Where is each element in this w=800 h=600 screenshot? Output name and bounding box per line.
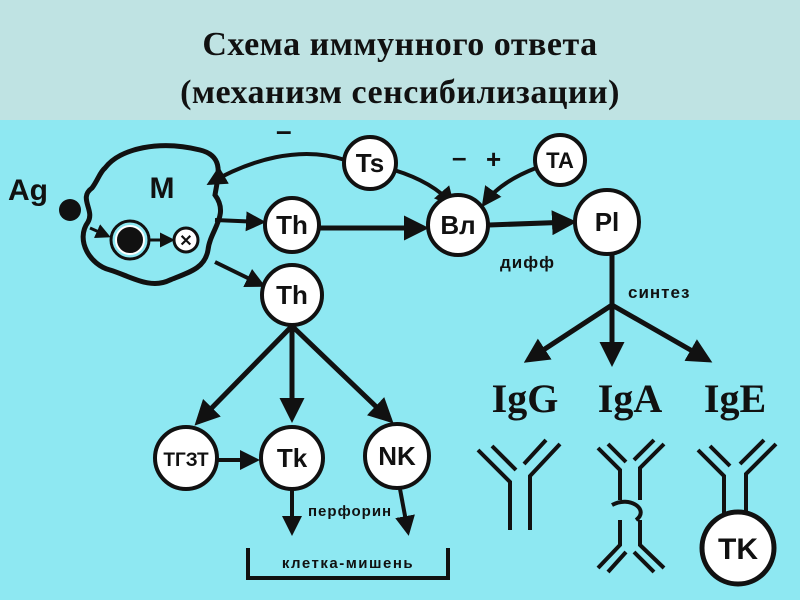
- page-title-line-1: Схема иммунного ответа: [202, 26, 598, 63]
- node-ta: [533, 133, 587, 187]
- antigen-label: Ag: [8, 174, 48, 207]
- node-nk: [363, 422, 431, 490]
- pl-to-igg-arrow: [523, 302, 614, 363]
- diff-label: дифф: [500, 253, 555, 272]
- phagosome-ring-icon: [109, 219, 151, 261]
- node-tk-bottom: [699, 509, 777, 587]
- node-nk-label: NK: [378, 441, 416, 471]
- processed-antigen-icon: [172, 226, 200, 254]
- node-b: [426, 193, 490, 257]
- perforin-label: перфорин: [308, 503, 392, 520]
- target-cell-bracket: [246, 548, 450, 580]
- macrophage-to-th-bottom-arrow: [214, 260, 266, 287]
- th-to-nk-arrow: [290, 324, 394, 424]
- node-pl-label: Pl: [595, 207, 620, 237]
- plus-sign: +: [486, 144, 501, 174]
- minus-sign-top: –: [276, 115, 292, 146]
- ige-antibody-icon: [696, 438, 778, 520]
- uptake-arrow: [89, 224, 111, 238]
- macrophage-to-th-top-arrow: [214, 211, 266, 232]
- antigen-particle-icon: [59, 199, 81, 221]
- node-ta-label: TA: [546, 148, 574, 173]
- antibody-label-iga: IgA: [598, 376, 663, 421]
- pl-to-ige-arrow: [610, 302, 713, 363]
- title-band: [0, 0, 800, 120]
- node-pl: [573, 188, 641, 256]
- node-trzt-label: TГЗТ: [163, 450, 209, 471]
- macrophage-cell: [80, 143, 223, 286]
- node-b-label: Bл: [440, 210, 475, 240]
- ta-to-b-arrow: [481, 166, 537, 208]
- synthesis-label: синтез: [628, 283, 690, 302]
- processed-antigen-mark-icon: ✕: [179, 233, 192, 250]
- node-th-top: [263, 196, 321, 254]
- minus-sign-mid: –: [452, 142, 466, 172]
- b-to-pl-arrow: [488, 210, 577, 236]
- node-th-top-label: Th: [276, 210, 308, 240]
- node-ts: [342, 135, 398, 191]
- node-trzt: [153, 425, 219, 491]
- node-ts-label: Ts: [356, 148, 384, 178]
- igg-antibody-icon: [476, 438, 562, 530]
- node-th-bottom: [260, 263, 324, 327]
- node-th-bottom-label: Th: [276, 280, 308, 310]
- th-to-trzt-arrow: [194, 324, 294, 426]
- nk-to-target-arrow: [395, 488, 415, 536]
- iga-antibody-icon: [596, 438, 666, 574]
- antibody-label-ige: IgE: [704, 376, 766, 421]
- engulfed-antigen-icon: [115, 225, 145, 255]
- macrophage-label: M: [150, 172, 175, 205]
- page-title-line-2: (механизм сенсибилизации): [180, 74, 620, 111]
- ts-to-macrophage-arrow: [206, 152, 346, 185]
- antibody-label-igg: IgG: [492, 376, 559, 421]
- target-cell-label: клетка-мишень: [282, 555, 414, 572]
- node-tk-bottom-label: TK: [718, 533, 758, 566]
- node-tk-label: Tk: [277, 443, 308, 473]
- node-tk: [259, 425, 325, 491]
